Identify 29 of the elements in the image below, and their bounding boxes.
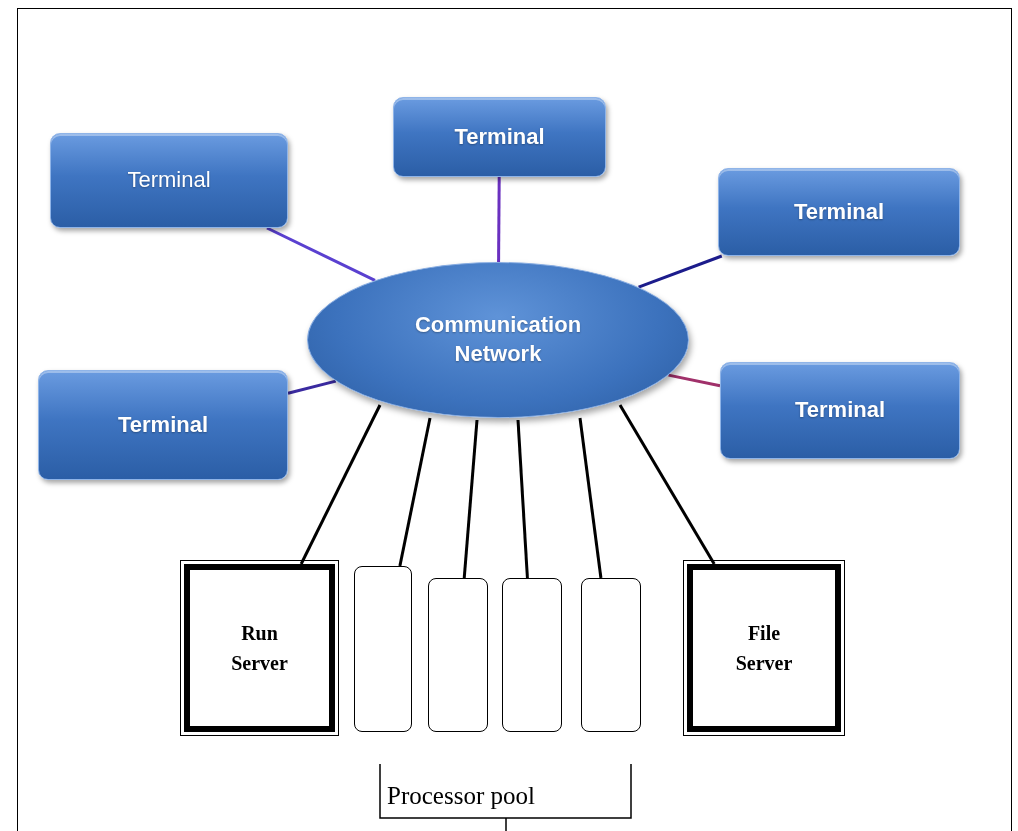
terminal-box (393, 97, 606, 177)
terminal-label: Terminal (454, 122, 545, 151)
terminal-box (38, 370, 288, 480)
connector-line (266, 226, 376, 282)
terminal-label: Terminal (117, 410, 209, 439)
processor-box (502, 578, 562, 732)
connector-line (516, 419, 529, 579)
connector-line (287, 379, 337, 395)
connector-line (578, 417, 603, 579)
connector-line (299, 404, 382, 565)
processor-box (428, 578, 488, 732)
server-label: File Server (734, 621, 794, 676)
connector-line (497, 177, 501, 262)
connector-line (398, 417, 432, 567)
terminal-box (50, 133, 288, 228)
terminal-label: Terminal (793, 197, 885, 226)
terminal-label: Terminal (127, 166, 211, 195)
processor-box (354, 566, 412, 732)
connector-line (638, 254, 723, 289)
processor-pool-label: Processor pool (387, 782, 535, 810)
terminal-box (720, 362, 960, 459)
connector-line (668, 373, 721, 388)
connector-line (618, 404, 716, 565)
processor-box (581, 578, 641, 732)
network-label: Communication Network (413, 311, 583, 368)
connector-line (462, 419, 479, 579)
server-label: Run Server (230, 621, 289, 676)
terminal-box (718, 168, 960, 256)
terminal-label: Terminal (794, 396, 886, 425)
